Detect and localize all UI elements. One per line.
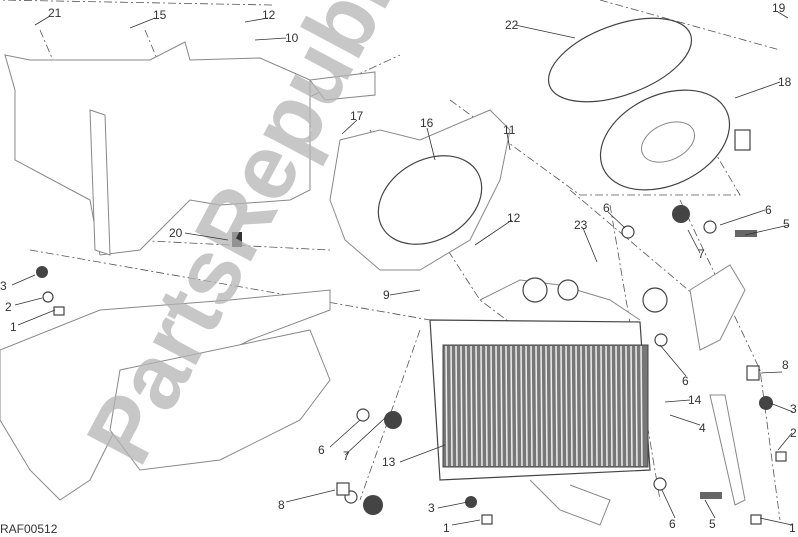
- callout-18: 18: [778, 75, 792, 89]
- callout-7: 7: [343, 449, 350, 463]
- callout-17: 17: [350, 109, 364, 123]
- radiator-fin: [450, 345, 453, 467]
- callout-8: 8: [278, 498, 285, 512]
- callout-22: 22: [505, 18, 519, 32]
- radiator-fin: [630, 345, 633, 467]
- callout-14: 14: [688, 393, 702, 407]
- radiator-fin: [580, 345, 583, 467]
- radiator-fin: [560, 345, 563, 467]
- callout-6: 6: [669, 517, 676, 531]
- callout-3: 3: [0, 279, 7, 293]
- radiator-fin: [575, 345, 578, 467]
- radiator-fin: [555, 345, 558, 467]
- callout-4: 4: [699, 421, 706, 435]
- callout-10: 10: [285, 31, 299, 45]
- callout-3: 3: [790, 402, 797, 416]
- callout-6: 6: [765, 203, 772, 217]
- radiator-fin: [445, 345, 448, 467]
- radiator-fin: [480, 345, 483, 467]
- callout-1: 1: [789, 521, 796, 535]
- callout-3: 3: [428, 501, 435, 515]
- callout-1: 1: [10, 320, 17, 334]
- radiator-fin: [640, 345, 643, 467]
- radiator-fin: [520, 345, 523, 467]
- radiator-fin: [460, 345, 463, 467]
- radiator-fin: [570, 345, 573, 467]
- drawing-code: RAF00512: [0, 522, 58, 536]
- radiator-fin: [590, 345, 593, 467]
- radiator-fin: [620, 345, 623, 467]
- callout-20: 20: [169, 226, 183, 240]
- radiator-fin: [455, 345, 458, 467]
- callout-13: 13: [382, 455, 396, 469]
- radiator-fin: [610, 345, 613, 467]
- radiator-fin: [565, 345, 568, 467]
- callout-6: 6: [682, 374, 689, 388]
- radiator-fin: [540, 345, 543, 467]
- callout-9: 9: [383, 288, 390, 302]
- radiator-fin: [485, 345, 488, 467]
- callout-19: 19: [772, 1, 786, 15]
- callout-6: 6: [603, 201, 610, 215]
- callout-2: 2: [790, 426, 797, 440]
- fan-shroud-part: [329, 109, 511, 271]
- callout-11: 11: [503, 123, 516, 137]
- callout-5: 5: [783, 217, 790, 231]
- callout-21: 21: [48, 6, 62, 20]
- callout-2: 2: [5, 300, 12, 314]
- radiator-fin: [465, 345, 468, 467]
- callout-23: 23: [574, 218, 588, 232]
- radiator-fin: [475, 345, 478, 467]
- radiator-fin: [550, 345, 553, 467]
- bracket-part: [689, 264, 746, 351]
- radiator-fin: [585, 345, 588, 467]
- radiator-part: [429, 277, 668, 526]
- radiator-fin: [490, 345, 493, 467]
- radiator-fin: [530, 345, 533, 467]
- radiator-fin: [615, 345, 618, 467]
- radiator-fin: [605, 345, 608, 467]
- callout-6: 6: [318, 443, 325, 457]
- radiator-fin: [470, 345, 473, 467]
- radiator-fin: [600, 345, 603, 467]
- radiator-fin: [495, 345, 498, 467]
- radiator-fin: [505, 345, 508, 467]
- radiator-fin: [500, 345, 503, 467]
- callout-12: 12: [262, 8, 276, 22]
- callout-15: 15: [153, 8, 167, 22]
- callout-8: 8: [782, 358, 789, 372]
- callout-7: 7: [698, 247, 705, 261]
- callout-5: 5: [709, 517, 716, 531]
- callout-16: 16: [420, 116, 434, 130]
- fan-part: [547, 17, 751, 191]
- radiator-fin: [545, 345, 548, 467]
- radiator-fin: [595, 345, 598, 467]
- air-duct-part: [4, 41, 376, 256]
- radiator-fin: [535, 345, 538, 467]
- support-strip-part: [709, 394, 746, 506]
- radiator-fin: [625, 345, 628, 467]
- radiator-fin: [525, 345, 528, 467]
- callout-12: 12: [507, 211, 521, 225]
- hardware-parts: [36, 205, 787, 525]
- radiator-fin: [515, 345, 518, 467]
- leader-lines: [11, 11, 794, 526]
- lower-fairing-part: [0, 289, 331, 501]
- radiator-fin: [635, 345, 638, 467]
- callout-1: 1: [443, 521, 450, 535]
- radiator-fin: [510, 345, 513, 467]
